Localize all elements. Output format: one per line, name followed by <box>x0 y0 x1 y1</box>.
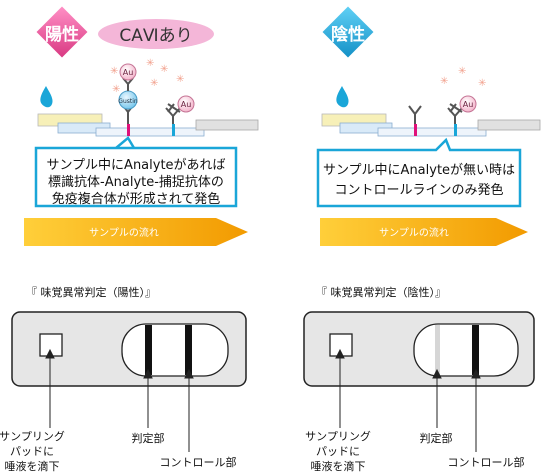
svg-text:✳: ✳ <box>478 78 486 89</box>
cavi-tag: CAⅥあり <box>119 26 192 46</box>
test-line <box>127 124 130 136</box>
positive-panel: 陽性 CAⅥあり Gustin Au Au <box>24 6 259 246</box>
svg-text:✳: ✳ <box>110 66 118 77</box>
positive-badge: 陽性 <box>36 6 88 58</box>
flow-arrow: サンプルの流れ <box>24 218 248 246</box>
callout-line-1: サンプル中にAnalyteが無い時は <box>323 163 515 178</box>
test-line <box>414 124 417 136</box>
positive-device: 『 味覚異常判定（陽性）』 サンプリング パッドに 唾液を滴下 判定部 コントロ… <box>0 285 247 473</box>
device-title: 『 味覚異常判定（陽性）』 <box>26 285 156 299</box>
gustin-label: Gustin <box>118 98 138 105</box>
sample-label-line-1: サンプリング <box>305 429 371 443</box>
callout-line-2: 標識抗体-Analyte-捕捉抗体の <box>48 174 224 190</box>
membrane <box>377 127 487 137</box>
svg-text:✳: ✳ <box>112 84 120 95</box>
judge-label: 判定部 <box>420 431 453 445</box>
absorbent-pad <box>477 119 541 131</box>
drop-icon <box>40 86 53 108</box>
flow-label: サンプルの流れ <box>379 226 449 239</box>
test-line-mark <box>435 325 440 375</box>
pointer-arrows <box>45 348 194 452</box>
gold-particle <box>459 95 477 113</box>
control-line <box>454 124 457 136</box>
cavi-pill: CAⅥあり <box>98 19 214 49</box>
svg-text:✳: ✳ <box>146 58 154 69</box>
absorbent-pad <box>195 119 259 131</box>
control-antibody <box>165 103 181 124</box>
negative-badge: 陰性 <box>322 6 374 58</box>
gold-particle <box>119 63 137 81</box>
pointer-arrows <box>335 348 481 452</box>
result-window <box>121 323 229 377</box>
membrane <box>95 127 205 137</box>
positive-callout: サンプル中にAnalyteがあれば 標識抗体-Analyte-捕捉抗体の 免疫複… <box>34 136 238 208</box>
negative-badge-label: 陰性 <box>331 24 365 45</box>
capture-antibody <box>408 105 422 124</box>
control-label: コントロール部 <box>160 455 237 469</box>
sample-label-line-3: 唾液を滴下 <box>311 459 366 473</box>
negative-callout: サンプル中にAnalyteが無い時は コントロールラインのみ発色 <box>316 137 522 208</box>
test-line-mark <box>145 325 152 375</box>
control-line-mark <box>185 325 192 375</box>
control-antibody <box>447 103 463 124</box>
callout-line-2: コントロールラインのみ発色 <box>334 182 503 198</box>
svg-text:✳: ✳ <box>160 64 168 75</box>
sample-label-line-2: パッドに <box>10 445 54 458</box>
callout-line-1: サンプル中にAnalyteがあれば <box>46 158 225 173</box>
au-label-left-2: Au <box>181 100 192 109</box>
control-line-mark <box>472 325 479 375</box>
svg-text:✳: ✳ <box>176 74 184 85</box>
gold-particle <box>177 95 195 113</box>
flow-label: サンプルの流れ <box>89 226 159 239</box>
device-title: 『 味覚異常判定（陰性）』 <box>316 285 446 299</box>
control-label: コントロール部 <box>448 455 525 469</box>
sample-label-line-1: サンプリング <box>0 429 65 443</box>
svg-text:✳: ✳ <box>440 76 448 87</box>
negative-panel: 陰性 Au ✳ ✳ ✳ サンプル中にAnalyteが無い時は コントロールラインのみ… <box>316 6 541 246</box>
control-line <box>172 124 175 136</box>
sample-label-line-3: 唾液を滴下 <box>5 459 60 473</box>
au-label-left-1: Au <box>123 68 134 77</box>
svg-text:✳: ✳ <box>150 78 158 89</box>
au-label-right: Au <box>463 100 474 109</box>
negative-device: 『 味覚異常判定（陰性）』 サンプリング パッドに 唾液を滴下 判定部 コントロ… <box>303 285 535 473</box>
sample-label-line-2: パッドに <box>316 445 360 458</box>
positive-badge-label: 陽性 <box>45 24 79 45</box>
flow-arrow: サンプルの流れ <box>320 218 528 246</box>
sparkle-icons: ✳ ✳ ✳ <box>440 66 486 89</box>
callout-line-3: 免疫複合体が形成されて発色 <box>52 191 221 207</box>
sparkle-icons: ✳✳✳ ✳✳✳ <box>110 58 184 95</box>
svg-text:✳: ✳ <box>458 66 466 77</box>
drop-icon <box>336 86 349 108</box>
result-window <box>413 323 519 377</box>
judge-label: 判定部 <box>132 431 165 445</box>
